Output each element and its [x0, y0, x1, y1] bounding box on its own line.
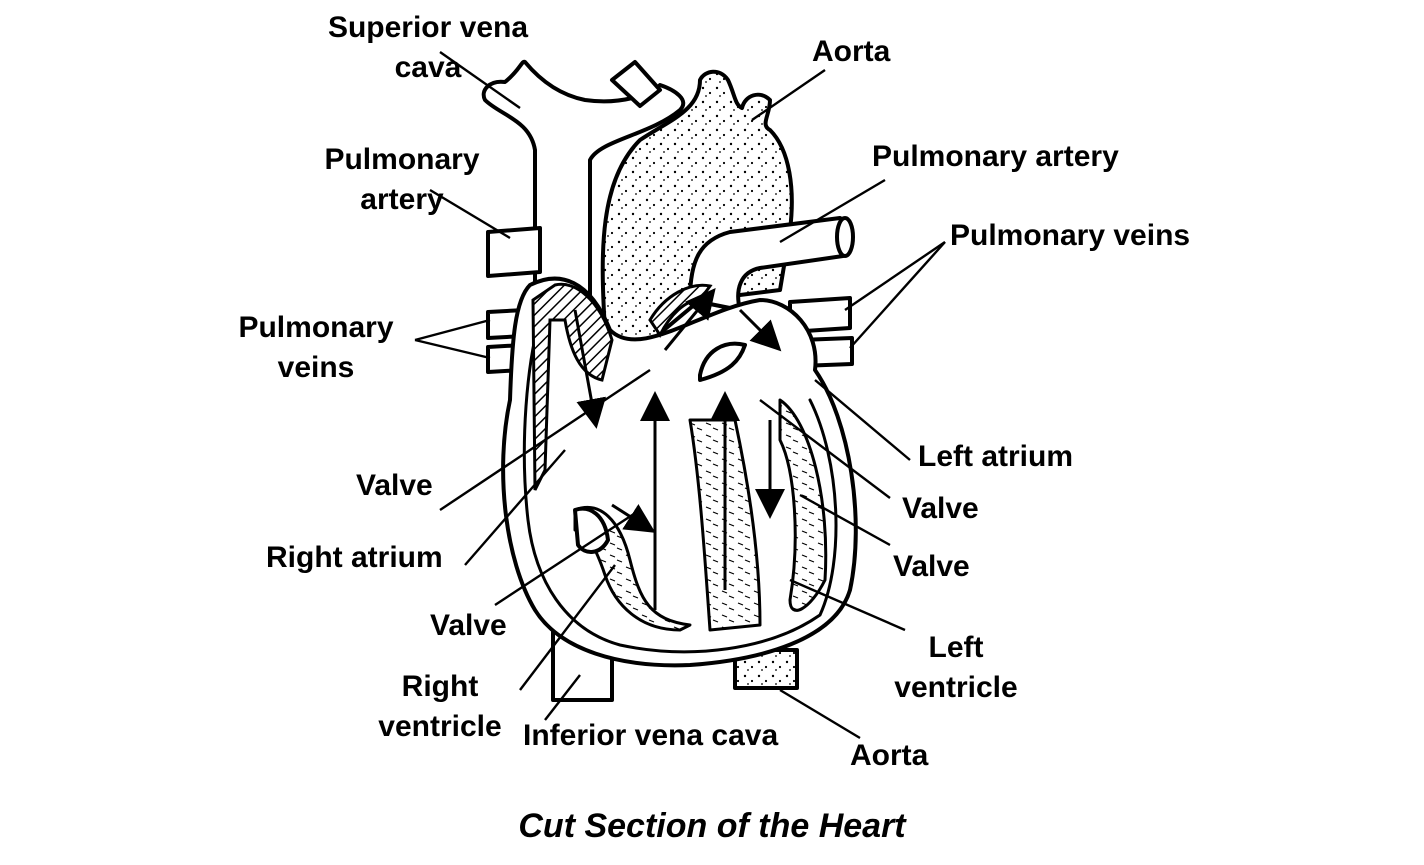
label-left-atrium: Left atrium: [918, 437, 1073, 477]
label-right-atrium: Right atrium: [266, 538, 443, 578]
label-right-ventricle: Right ventricle: [360, 667, 520, 747]
label-valve-right-2: Valve: [893, 547, 970, 587]
pulmonary-artery-right-opening: [837, 218, 853, 256]
pulmonary-artery-left-shape: [488, 228, 540, 276]
label-aorta-top: Aorta: [812, 32, 890, 72]
label-left-ventricle: Left ventricle: [866, 628, 1046, 708]
label-inferior-vena-cava: Inferior vena cava: [523, 716, 778, 756]
label-valve-left-mid: Valve: [356, 466, 433, 506]
label-superior-vena-cava: Superior vena cava: [308, 8, 548, 88]
label-pulmonary-veins-right: Pulmonary veins: [950, 216, 1190, 256]
label-valve-right-1: Valve: [902, 489, 979, 529]
label-pulmonary-artery-right: Pulmonary artery: [872, 137, 1119, 177]
label-valve-left-low: Valve: [430, 606, 507, 646]
label-pulmonary-veins-left: Pulmonary veins: [216, 308, 416, 388]
diagram-caption: Cut Section of the Heart: [0, 804, 1424, 848]
label-aorta-bottom: Aorta: [850, 736, 928, 776]
label-pulmonary-artery-left: Pulmonary artery: [302, 140, 502, 220]
